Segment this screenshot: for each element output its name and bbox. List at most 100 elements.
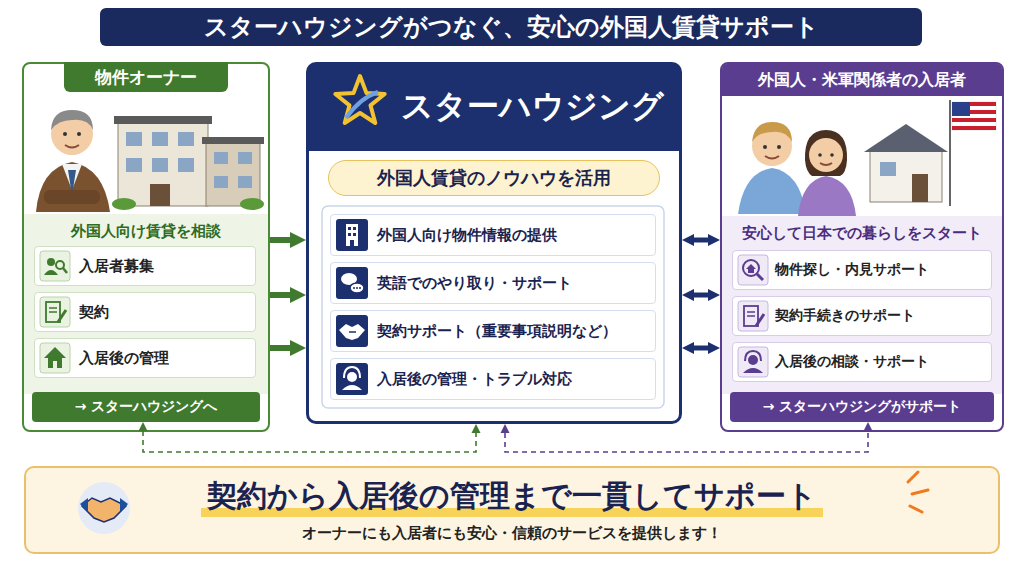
emphasis-marks-part	[912, 490, 928, 494]
headset-icon-part	[745, 351, 761, 361]
contract-icon-part	[40, 297, 70, 327]
node-label: 外国人・米軍関係者の入居者	[722, 64, 1002, 96]
house-icon-part	[44, 347, 66, 358]
building-icon-part	[348, 227, 351, 230]
tenant-illustration-part	[952, 110, 996, 114]
building-illustration-part	[178, 132, 194, 146]
recruit-icon-part	[40, 251, 70, 281]
node-label: 契約手続きのサポート	[775, 307, 915, 325]
node-label: オーナーにも入居者にも安心・信頼のサービスを提供します！	[26, 524, 998, 543]
tenant-illustration-part	[809, 138, 843, 172]
owner-illustration-part	[77, 132, 81, 136]
dashed-connector	[505, 431, 868, 452]
service-box: 契約サポート（重要事項説明など）	[330, 310, 656, 352]
building-illustration-part	[214, 176, 228, 188]
building-illustration-part	[114, 116, 212, 124]
building-illustration-part	[152, 158, 168, 172]
building-icon	[336, 219, 368, 251]
owner-illustration-part	[36, 162, 110, 212]
owner-step-box: 入居者募集	[34, 246, 256, 286]
recruit-icon-part	[44, 270, 58, 275]
tenant-illustration-part	[820, 163, 832, 165]
tenant-illustration-part	[949, 100, 951, 206]
house-icon-part	[53, 361, 57, 368]
star-logo-part	[335, 76, 384, 123]
owner-illustration-part	[51, 113, 93, 155]
handshake-icon-part	[349, 331, 356, 333]
flow-arrow	[694, 346, 708, 351]
emphasis-marks-part	[910, 506, 922, 512]
node-label: 入居後の管理	[79, 349, 169, 368]
know-how-pill: 外国人賃貸のノウハウを活用	[328, 160, 660, 196]
building-illustration-part	[150, 184, 170, 206]
contract-icon	[738, 301, 768, 331]
contract-icon-part	[756, 314, 764, 326]
emphasis-marks-part	[908, 472, 918, 482]
node-label: スターハウジング	[401, 85, 664, 129]
company-panel: スターハウジング外国人賃貸のノウハウを活用外国人向け物件情報の提供英語でのやり取…	[306, 62, 682, 424]
chat-icon	[336, 267, 368, 299]
search-house-icon-part	[748, 269, 754, 273]
recruit-icon	[40, 251, 70, 281]
owner-illustration-part	[63, 132, 67, 136]
owner-illustration-part	[68, 170, 76, 196]
node-label: 物件探し・内見サポート	[775, 261, 929, 279]
node-label: 外国人向け賃貸を相談	[24, 222, 268, 241]
tenant-illustration-part	[912, 174, 928, 202]
tenant-step-box: 入居後の相談・サポート	[732, 342, 992, 382]
tenant-illustration-part	[818, 153, 822, 157]
recruit-icon-part	[56, 261, 64, 269]
tenant-illustration-part	[864, 124, 948, 152]
building-illustration-part	[126, 132, 142, 146]
tenant-illustration-part	[798, 176, 856, 216]
building-illustration-part	[126, 158, 142, 172]
contract-icon-part	[738, 301, 768, 331]
building-icon-part	[350, 240, 354, 246]
tenant-illustration-part	[752, 126, 792, 166]
recruit-icon-part	[47, 258, 55, 266]
building-illustration-part	[178, 158, 194, 172]
node-label: 英語でのやり取り・サポート	[377, 274, 572, 293]
contract-icon-part	[49, 311, 57, 313]
flow-arrow	[694, 238, 708, 243]
headset-icon-part	[347, 372, 357, 382]
owner-footer-band: → スターハウジングへ	[32, 392, 260, 422]
chat-icon-part	[353, 287, 355, 289]
contract-icon-part	[58, 310, 66, 322]
node-label: 安心して日本での暮らしをスタート	[722, 224, 1002, 243]
headset-icon-part	[344, 367, 360, 378]
connector-layer	[143, 240, 868, 452]
flow-arrow	[270, 345, 290, 351]
node-label: 入居後の管理・トラブル対応	[377, 370, 572, 389]
contract-icon-part	[747, 311, 755, 313]
flow-arrow	[694, 293, 708, 298]
contract-icon-part	[46, 302, 60, 322]
headset-icon-part	[342, 385, 362, 390]
search-house-icon	[738, 255, 768, 285]
building-illustration-part	[152, 132, 168, 146]
house-icon-part	[40, 343, 70, 373]
title-band: スターハウジングがつなぐ、安心の外国人賃貸サポート	[100, 8, 922, 46]
contract-icon-part	[49, 307, 57, 309]
service-box: 英語でのやり取り・サポート	[330, 262, 656, 304]
dashed-connector	[143, 431, 476, 452]
building-illustration-part	[214, 152, 228, 164]
tenant-illustration-part	[830, 153, 834, 157]
node-label: 契約サポート（重要事項説明など）	[377, 322, 617, 341]
tenant-illustration-part	[952, 102, 970, 116]
handshake-badge-part	[80, 498, 88, 512]
owner-illustration-part	[44, 190, 100, 204]
tenant-illustration-part	[952, 102, 996, 130]
building-illustration-part	[202, 137, 264, 144]
flow-arrow	[270, 292, 290, 298]
handshake-icon-part	[336, 315, 368, 347]
star-logo	[335, 76, 384, 123]
tenant-illustration-part	[880, 162, 896, 176]
handshake-badge-part	[82, 498, 126, 522]
headset-icon-part	[743, 368, 763, 373]
building-illustration-part	[240, 198, 264, 210]
tenant-footer-band: → スターハウジングがサポート	[730, 392, 994, 422]
chat-icon-part	[350, 283, 364, 293]
search-house-icon-part	[738, 255, 768, 285]
